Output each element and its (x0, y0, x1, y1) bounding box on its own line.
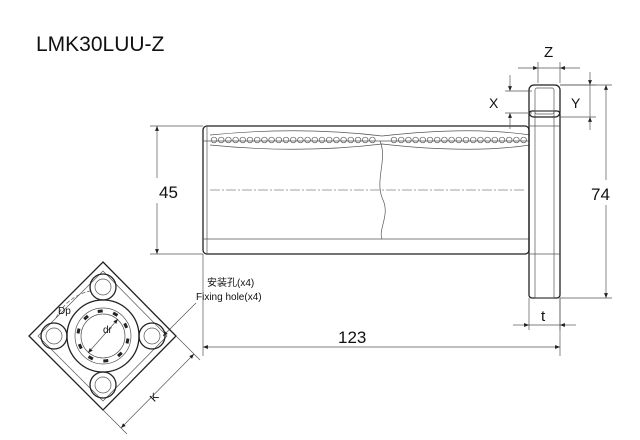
fixing-hole-left (40, 322, 68, 350)
label-dr: dr (103, 325, 113, 336)
fixing-hole-cn: 安装孔(x4) (207, 276, 254, 289)
dim-x: X (489, 75, 532, 129)
label-74: 74 (591, 185, 610, 204)
flange-tab (528, 84, 561, 118)
label-45: 45 (159, 183, 178, 202)
ball (362, 136, 369, 144)
ball (520, 136, 527, 144)
ball (498, 136, 506, 144)
ball (246, 136, 254, 144)
ball (261, 136, 268, 144)
flange-outline (528, 110, 561, 299)
ball-ring (76, 309, 130, 363)
ball-segment (125, 338, 130, 344)
dim-flange-height: 74 (560, 84, 612, 299)
ball (491, 136, 498, 144)
ball-segment (103, 359, 109, 363)
ball-segment (112, 311, 119, 317)
label-dp: Dp (58, 306, 71, 317)
ball (412, 136, 419, 144)
flange-side-view (528, 84, 561, 299)
ball (333, 136, 340, 144)
fixing-hole-callout: 安装孔(x4) Fixing hole(x4) (162, 276, 262, 337)
label-y: Y (571, 95, 581, 111)
ball (347, 136, 354, 144)
fixing-hole-en: Fixing hole(x4) (196, 292, 262, 303)
bore-outer (66, 299, 140, 373)
ball (290, 136, 297, 144)
ball (304, 136, 311, 144)
ball (455, 136, 462, 144)
section-divider (379, 140, 386, 240)
ball (268, 136, 275, 144)
bore-inner (80, 313, 126, 359)
ball-segment (77, 343, 83, 350)
ball-row-upper (210, 136, 527, 144)
ball (218, 136, 225, 144)
ball (513, 136, 520, 144)
ball (462, 136, 470, 144)
ball-segment (87, 355, 94, 361)
ball (225, 136, 232, 144)
dim-t: t (513, 298, 576, 330)
fixing-hole-bottom (89, 371, 117, 399)
fixing-hole-top (89, 273, 117, 301)
ball (405, 136, 412, 144)
dim-y: Y (560, 72, 596, 130)
front-view: dr Dp K (28, 261, 201, 435)
flange-square (28, 261, 177, 411)
ball (297, 136, 304, 144)
ball (232, 136, 239, 144)
ball-segment (83, 314, 89, 321)
ball (354, 136, 362, 144)
ball (506, 136, 513, 144)
label-z: Z (544, 44, 553, 61)
label-123: 123 (338, 328, 366, 347)
ball (282, 136, 290, 144)
ball (484, 136, 491, 144)
part-title: LMK30LUU-Z (36, 33, 165, 56)
ball (275, 136, 282, 144)
ball (326, 136, 333, 144)
ball (398, 136, 405, 144)
ball (369, 136, 376, 144)
ball (311, 136, 318, 144)
ball (340, 136, 347, 144)
label-t: t (541, 308, 546, 325)
label-k: K (148, 390, 162, 404)
ball (470, 136, 477, 144)
ball (419, 136, 426, 144)
fixing-hole-right (138, 322, 166, 350)
dim-z: Z (518, 44, 580, 83)
ball (477, 136, 484, 144)
ball (390, 136, 398, 144)
dim-length: 123 (202, 254, 561, 356)
ball-segment (97, 309, 103, 313)
ball-segment (117, 351, 123, 358)
ball-segment (76, 328, 81, 334)
ball (254, 136, 261, 144)
ball (448, 136, 455, 144)
dim-outer-diameter: 45 (150, 125, 203, 255)
ball (318, 136, 326, 144)
ball (434, 136, 441, 144)
sleeve-side-view (202, 125, 531, 255)
ball (441, 136, 448, 144)
ball (210, 136, 218, 144)
ball (426, 136, 434, 144)
ball (239, 136, 246, 144)
ball-segment (123, 322, 129, 329)
label-x: X (489, 95, 499, 111)
